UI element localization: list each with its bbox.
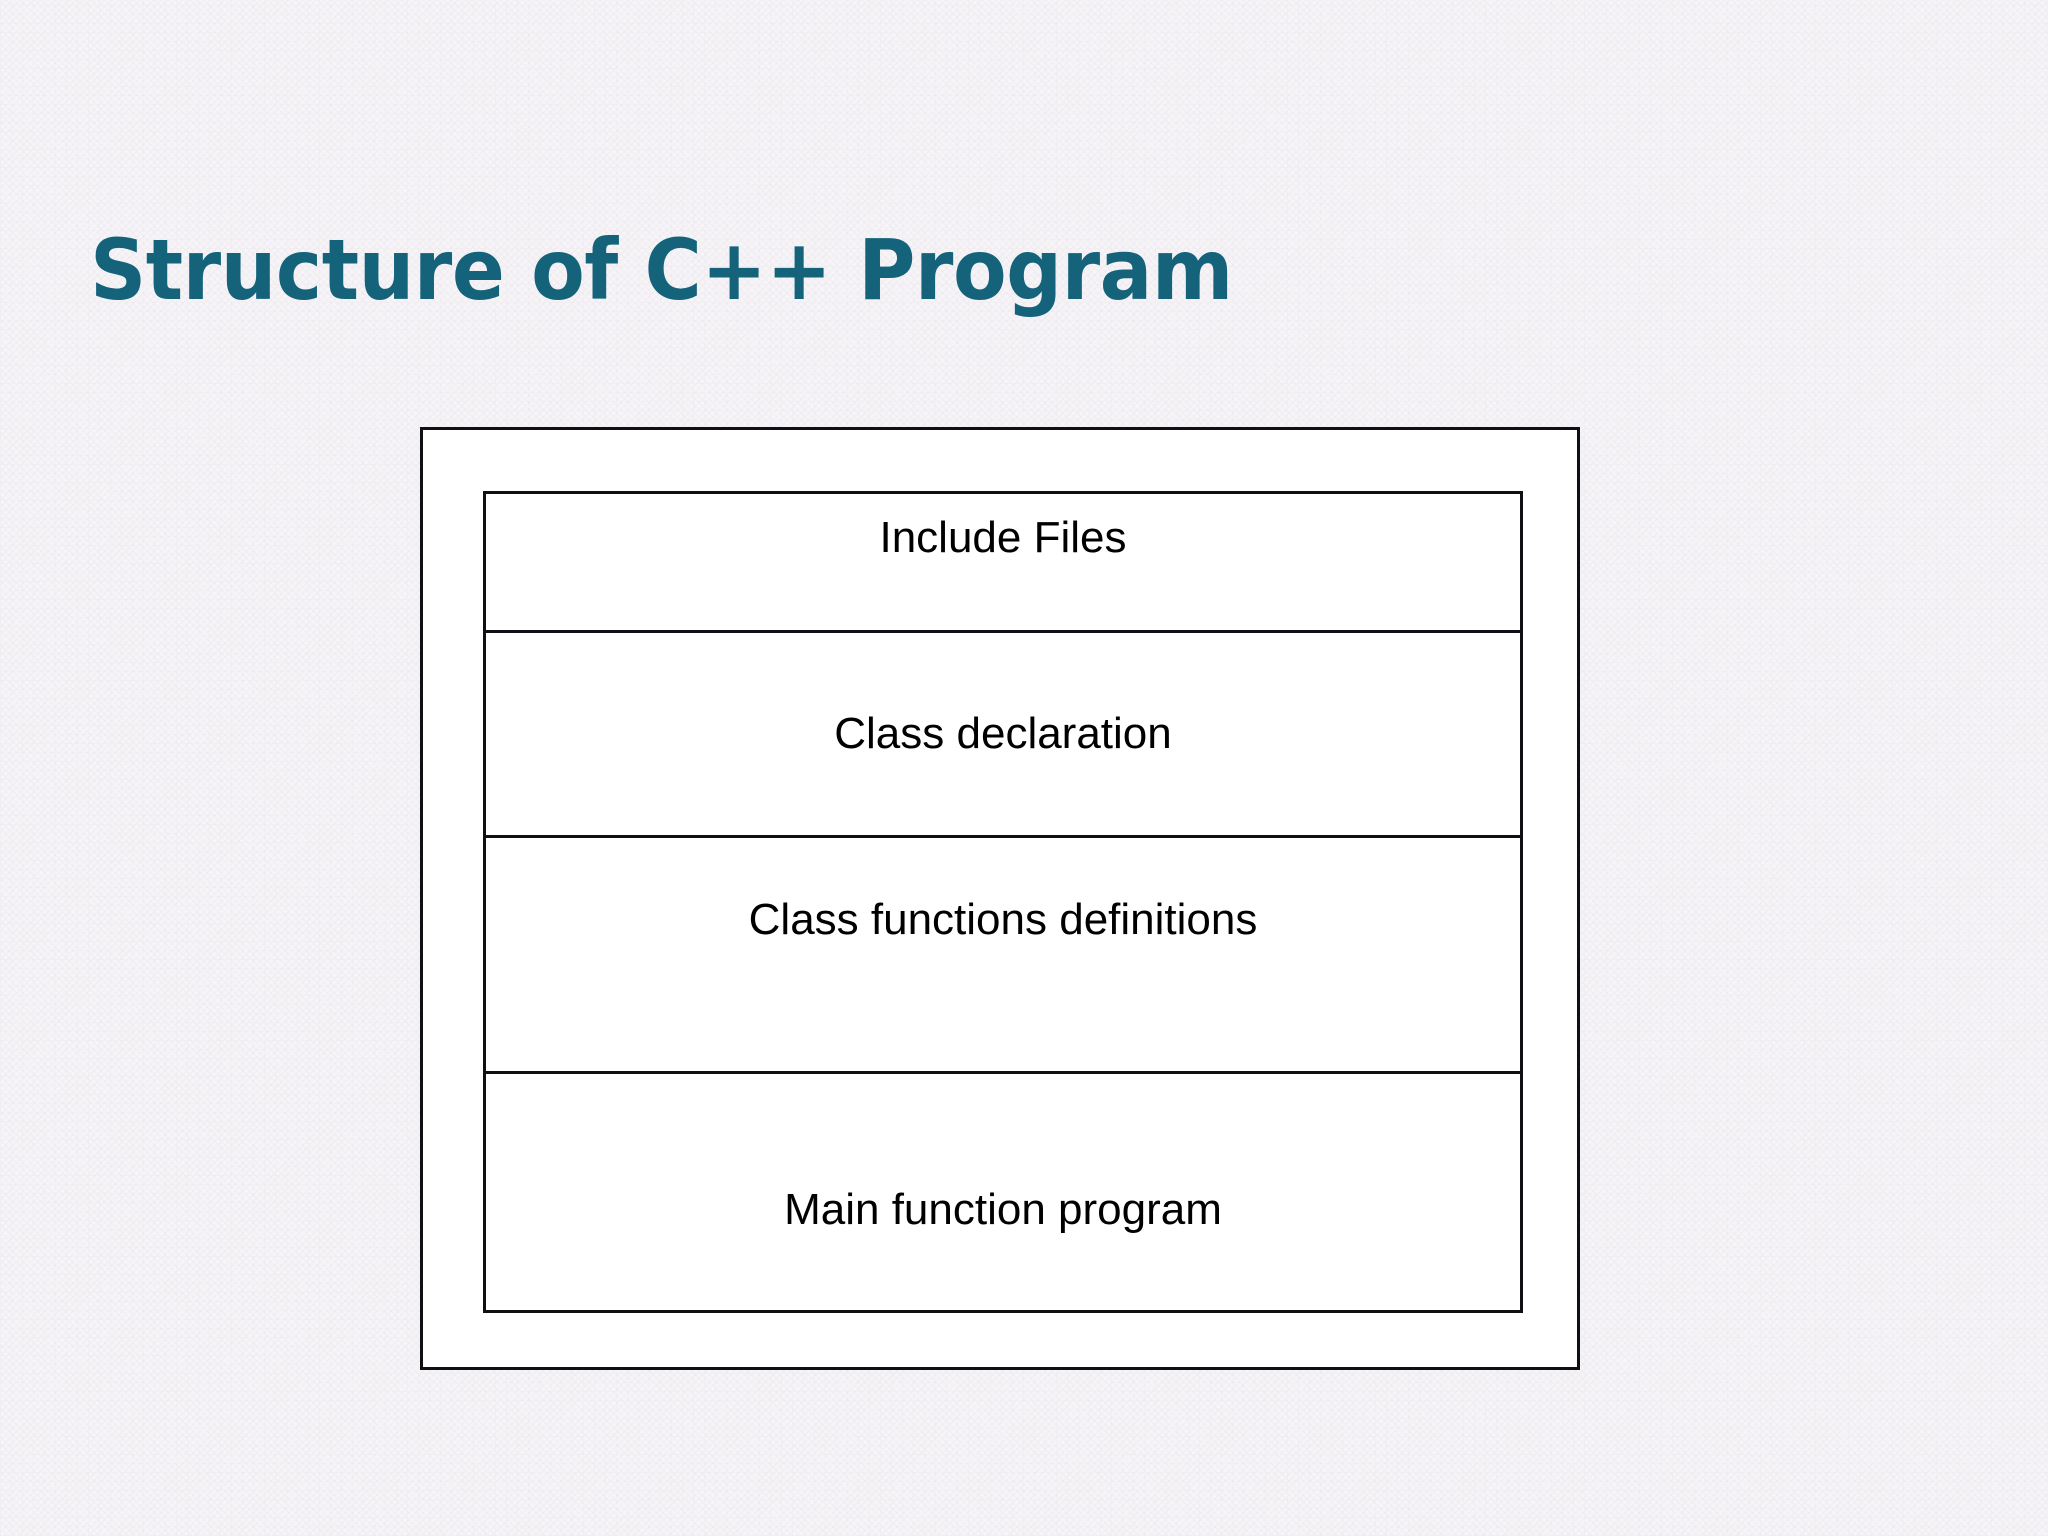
diagram-inner-box: Include Files Class declaration Class fu…	[483, 491, 1523, 1313]
diagram-row-label: Class declaration	[834, 708, 1172, 758]
page-title: Structure of C++ Program	[90, 221, 1233, 319]
diagram-row-label: Main function program	[784, 1185, 1222, 1235]
diagram-row-class-functions-definitions: Class functions definitions	[486, 834, 1520, 1072]
diagram-row-main-function-program: Main function program	[486, 1071, 1520, 1310]
diagram-row-class-declaration: Class declaration	[486, 629, 1520, 835]
diagram-outer-box: Include Files Class declaration Class fu…	[420, 427, 1580, 1370]
diagram-row-label: Class functions definitions	[748, 894, 1258, 944]
diagram-row-include-files: Include Files	[486, 494, 1520, 630]
diagram-row-label: Include Files	[879, 513, 1127, 562]
